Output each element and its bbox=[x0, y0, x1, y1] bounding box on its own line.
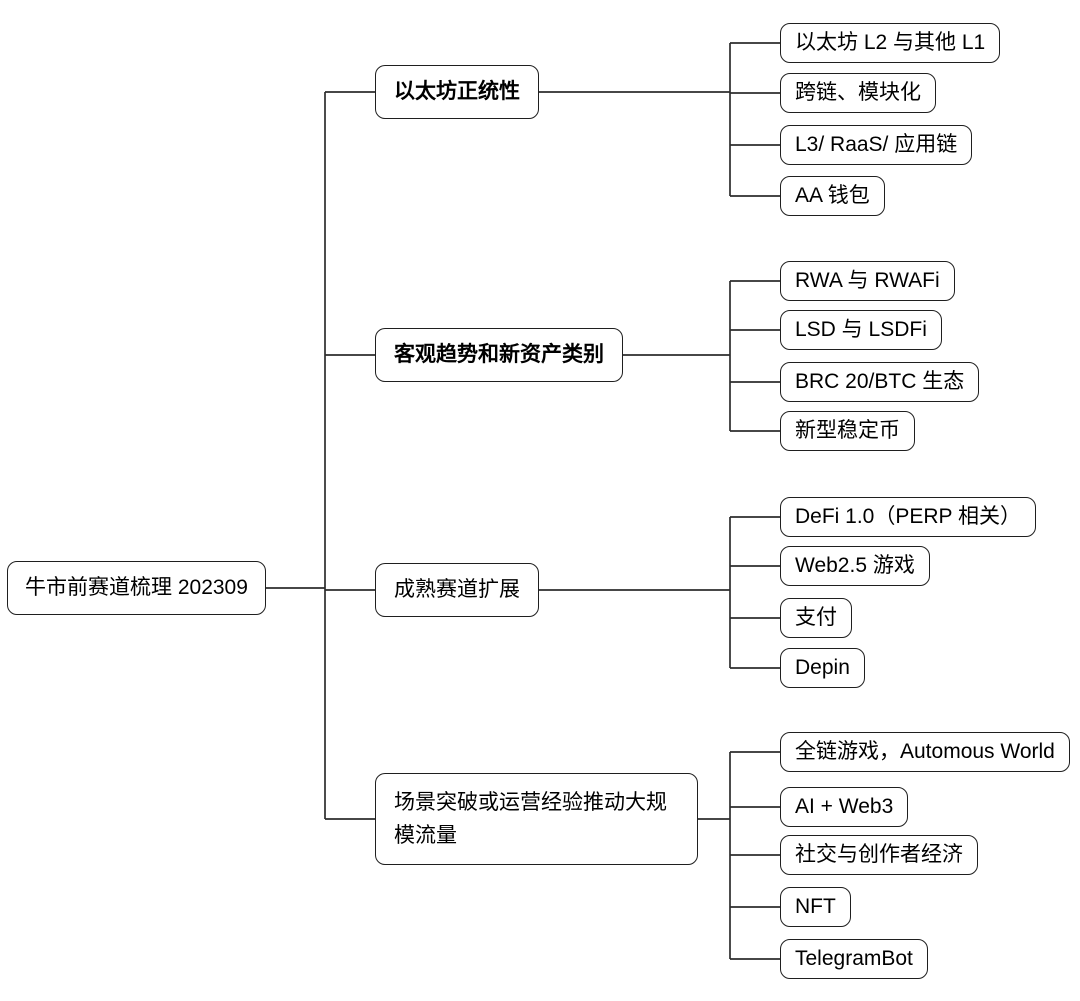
child-node-rwa[interactable]: RWA 与 RWAFi bbox=[780, 261, 955, 301]
child-node-aa-wallet[interactable]: AA 钱包 bbox=[780, 176, 885, 216]
child-node-fullchain-games[interactable]: 全链游戏，Automous World bbox=[780, 732, 1070, 772]
child-node-lsd[interactable]: LSD 与 LSDFi bbox=[780, 310, 942, 350]
child-node-nft[interactable]: NFT bbox=[780, 887, 851, 927]
branch-node-ethereum-orthodoxy[interactable]: 以太坊正统性 bbox=[375, 65, 539, 119]
child-node-telegram-bot[interactable]: TelegramBot bbox=[780, 939, 928, 979]
child-node-new-stablecoin[interactable]: 新型稳定币 bbox=[780, 411, 915, 451]
child-node-depin[interactable]: Depin bbox=[780, 648, 865, 688]
node-root[interactable]: 牛市前赛道梳理 202309 bbox=[7, 561, 266, 615]
child-node-ai-web3[interactable]: AI + Web3 bbox=[780, 787, 909, 827]
child-node-l2-l1[interactable]: 以太坊 L2 与其他 L1 bbox=[780, 23, 1001, 63]
branch-node-trends-new-assets[interactable]: 客观趋势和新资产类别 bbox=[375, 328, 623, 382]
branch-node-mass-traffic[interactable]: 场景突破或运营经验推动大规模流量 bbox=[375, 773, 698, 865]
child-node-l3-raas-appchain[interactable]: L3/ RaaS/ 应用链 bbox=[780, 125, 973, 165]
child-node-brc20-btc[interactable]: BRC 20/BTC 生态 bbox=[780, 362, 980, 402]
child-node-defi-perp[interactable]: DeFi 1.0（PERP 相关） bbox=[780, 497, 1037, 537]
branch-node-mature-tracks[interactable]: 成熟赛道扩展 bbox=[375, 563, 539, 617]
child-node-social-creator[interactable]: 社交与创作者经济 bbox=[780, 835, 978, 875]
child-node-web25-games[interactable]: Web2.5 游戏 bbox=[780, 546, 930, 586]
child-node-crosschain-modular[interactable]: 跨链、模块化 bbox=[780, 73, 936, 113]
child-node-payments[interactable]: 支付 bbox=[780, 598, 852, 638]
